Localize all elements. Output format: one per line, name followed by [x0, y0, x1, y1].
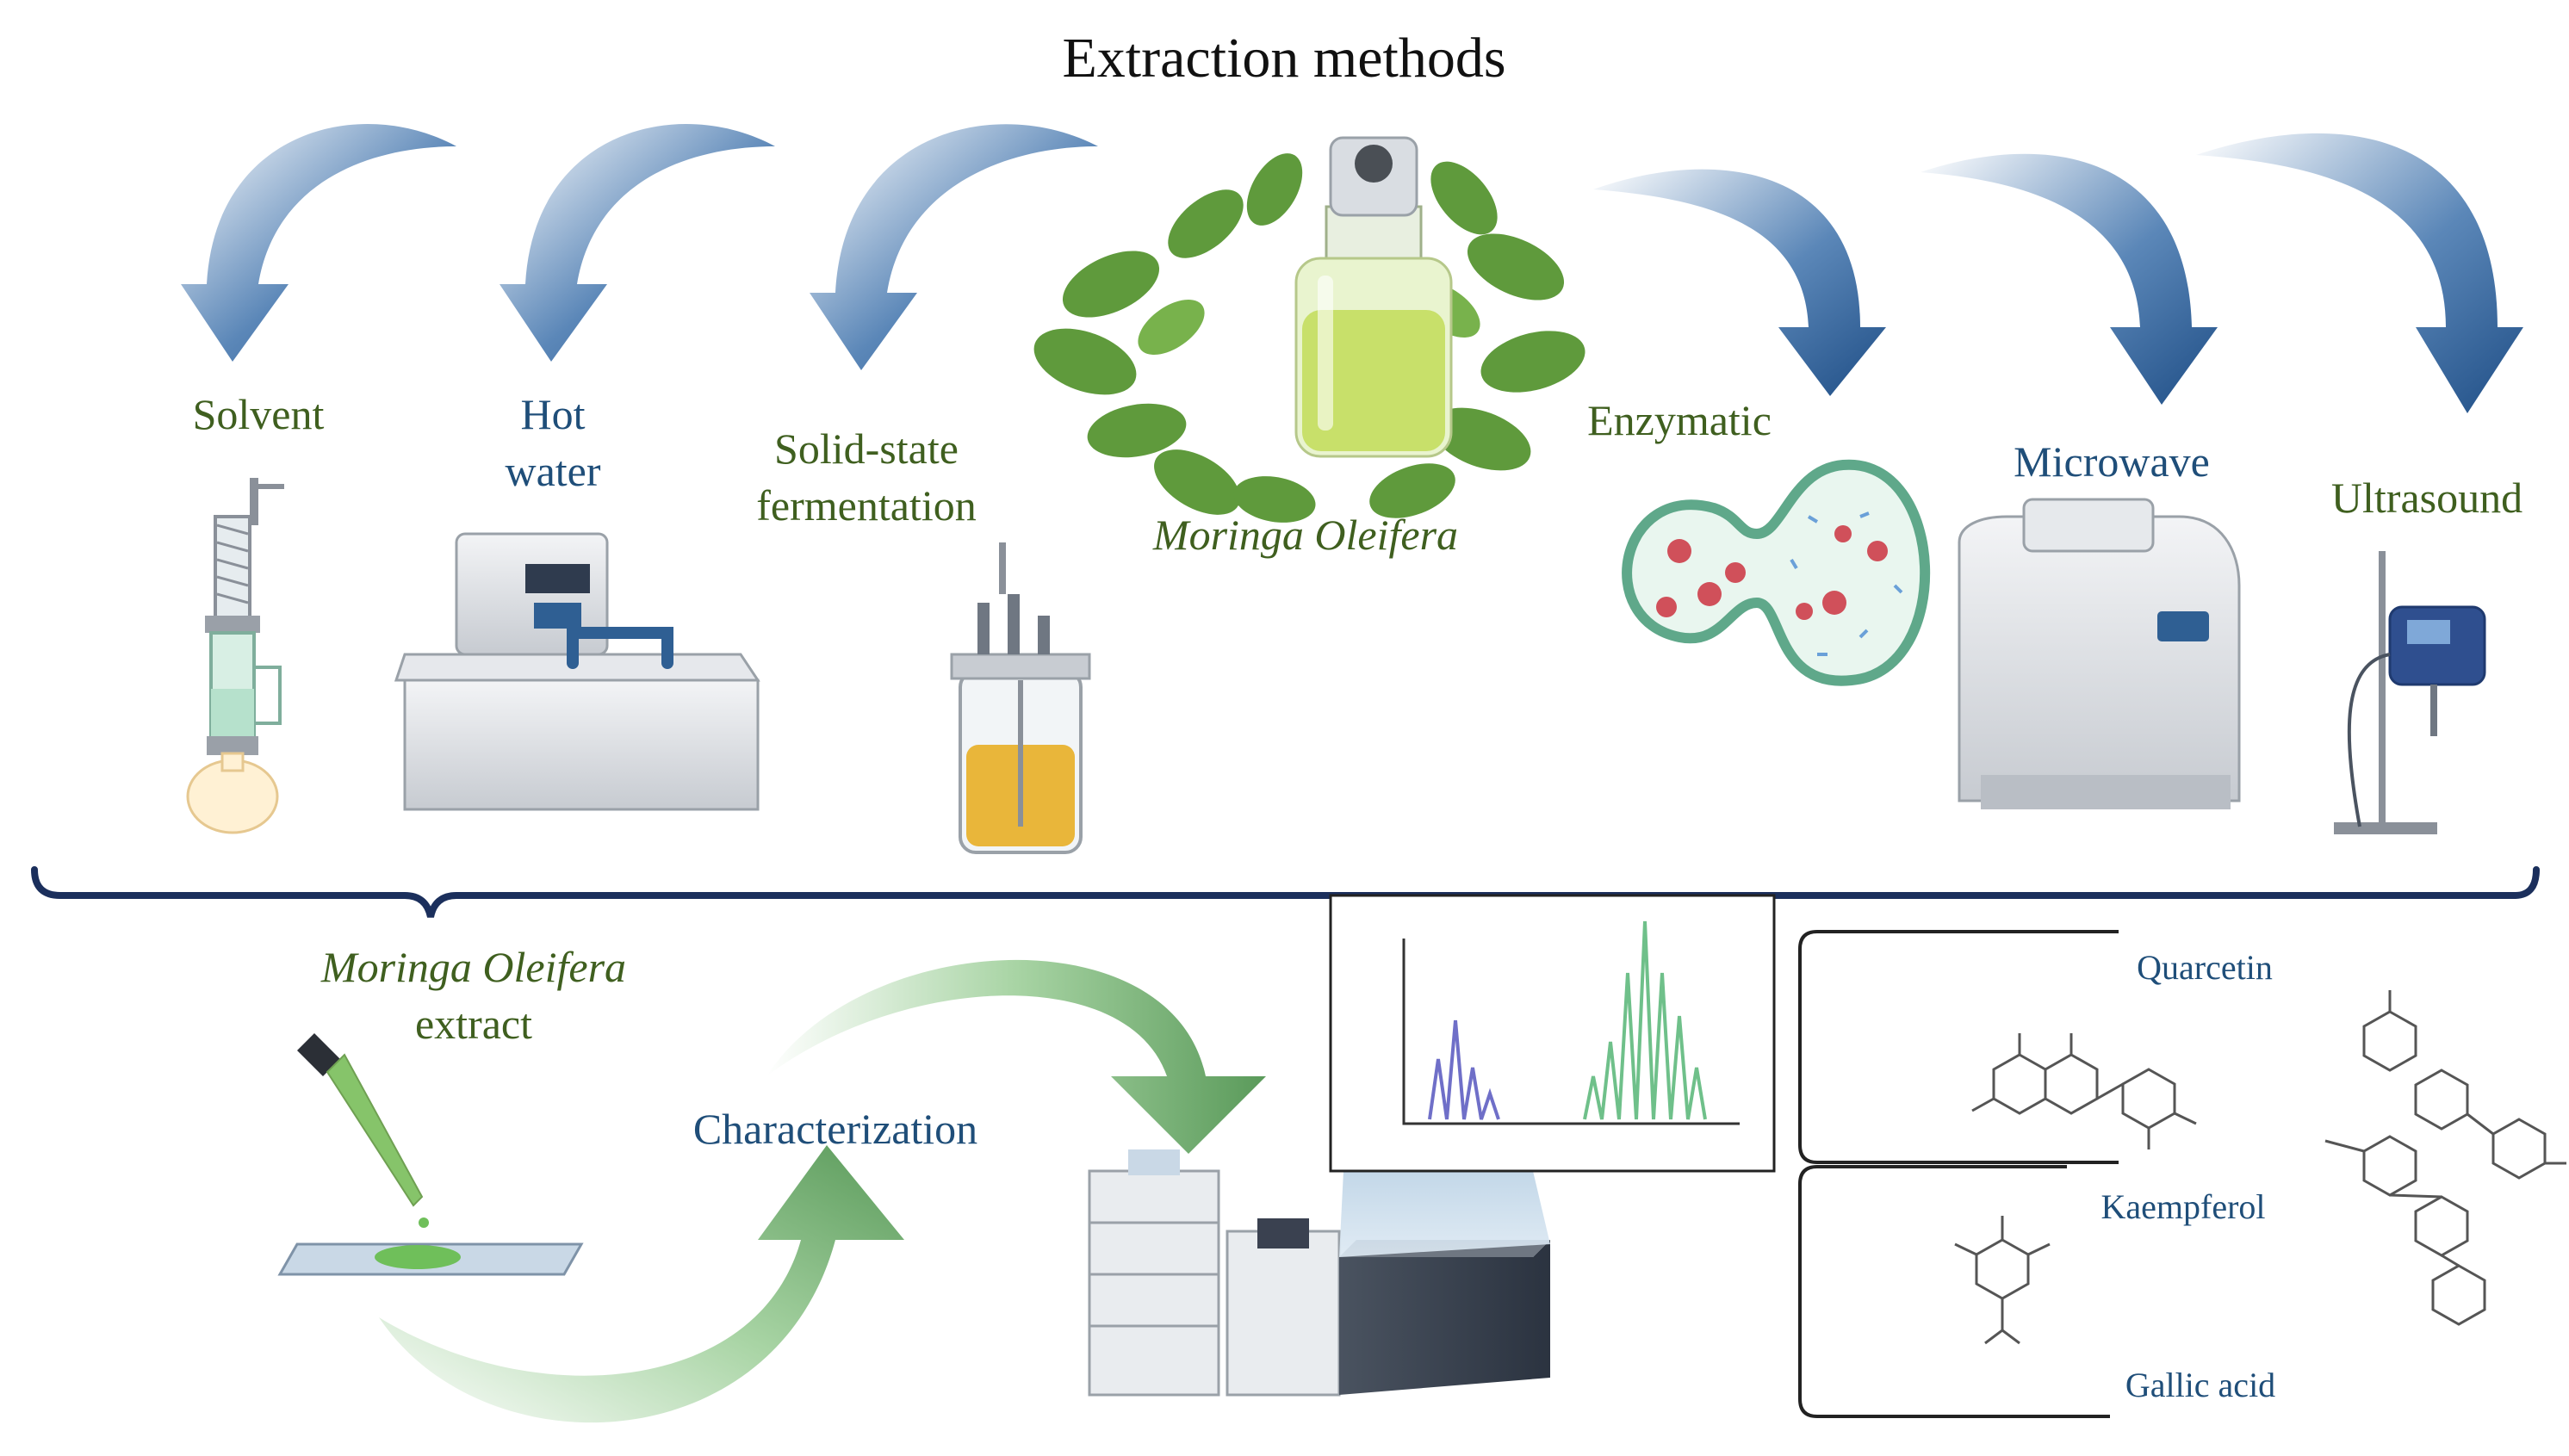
dropper-slide-icon — [277, 1033, 584, 1276]
arrow-extract-to-characterization — [379, 1145, 904, 1423]
enzyme-cell-icon — [1622, 459, 1931, 686]
label-moringa-oleifera: Moringa Oleifera — [1152, 511, 1459, 559]
quercetin-structure — [1971, 1033, 2197, 1149]
bioreactor-icon — [950, 542, 1091, 854]
arrow-to-enzymatic — [1593, 169, 1886, 397]
moringa-leaves-illustration — [1033, 153, 1585, 523]
arrow-to-solvent — [181, 123, 456, 362]
label-quercetin: Quarcetin — [2137, 948, 2273, 987]
lc-ms-instrument-icon — [1088, 1149, 1550, 1397]
mass-spectrum-panel — [1329, 894, 1776, 1173]
label-ssf-line-2: fermentation — [756, 481, 977, 530]
arrow-to-ultrasound — [2196, 133, 2523, 413]
soxhlet-apparatus-icon — [186, 478, 284, 834]
label-microwave: Microwave — [2014, 437, 2210, 486]
label-ultrasound: Ultrasound — [2330, 474, 2523, 522]
microwave-reactor-icon — [1958, 498, 2241, 809]
diagram-title: Extraction methods — [1062, 27, 1506, 90]
label-moringa-extract: Moringa Oleifera extract — [321, 939, 626, 1052]
label-hot-water-line-1: Hot — [520, 390, 586, 438]
arrow-to-microwave — [1921, 153, 2218, 405]
label-gallic-acid: Gallic acid — [2125, 1366, 2276, 1404]
label-solid-state-fermentation: Solid-state fermentation — [756, 420, 976, 534]
hot-water-bath-icon — [394, 532, 760, 811]
label-hot-water-line-2: water — [505, 447, 601, 495]
label-kaempferol: Kaempferol — [2100, 1187, 2266, 1226]
compounds-bracket — [1798, 930, 2119, 1418]
chromatogram-zoom-callout — [1339, 1171, 1550, 1257]
grouping-bracket — [31, 866, 2540, 918]
oil-vial-icon — [1294, 136, 1453, 458]
gallic-acid-structure — [1954, 1216, 2051, 1345]
kaempferol-structure — [2324, 990, 2566, 1326]
label-hot-water: Hot water — [505, 386, 600, 499]
label-characterization: Characterization — [692, 1105, 978, 1153]
label-extract-line-2: extract — [414, 1000, 533, 1048]
label-extract-line-1: Moringa Oleifera — [320, 943, 627, 991]
label-enzymatic: Enzymatic — [1587, 396, 1772, 444]
label-solvent: Solvent — [192, 390, 325, 438]
label-ssf-line-1: Solid-state — [774, 424, 959, 473]
arrow-to-solid-state-fermentation — [810, 124, 1098, 370]
arrow-to-hot-water — [500, 123, 775, 362]
arrow-characterization-to-instrument — [766, 959, 1266, 1154]
ultrasound-probe-icon — [2334, 551, 2486, 834]
